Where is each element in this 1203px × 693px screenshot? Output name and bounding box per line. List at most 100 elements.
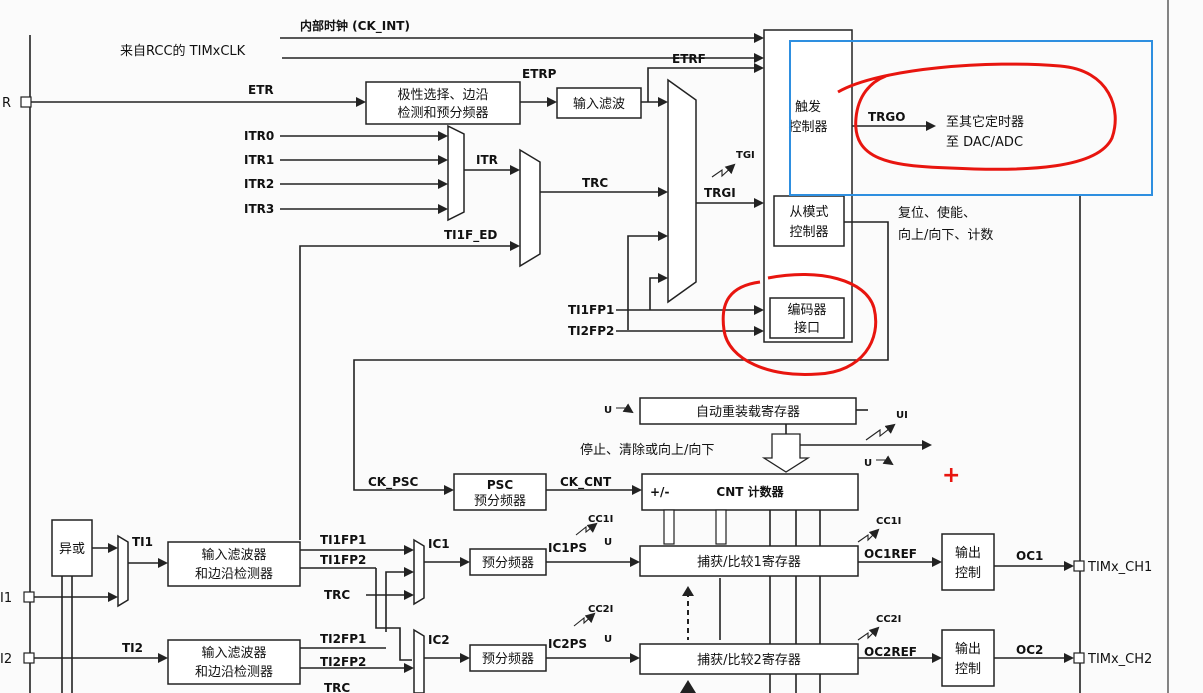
output-control-1-label-2: 控制 <box>955 566 981 581</box>
encoder-interface-box <box>769 297 845 339</box>
oc1-label: OC1 <box>1016 549 1043 563</box>
autoreload-register-box <box>639 397 857 425</box>
cc1i-out-label: CC1I <box>876 516 901 527</box>
tgi-label: TGI <box>736 150 755 161</box>
input-filter-2-label-1: 输入滤波器 <box>201 645 266 661</box>
cc2i-out-label: CC2I <box>876 614 901 625</box>
slave-mode-controller-box <box>773 195 845 247</box>
etr-label: ETR <box>248 83 274 97</box>
cnt-counter-label: CNT 计数器 <box>716 484 784 499</box>
ck-psc-label: CK_PSC <box>368 475 419 490</box>
psc-sub: 预分频器 <box>474 494 526 509</box>
oc1ref-label: OC1REF <box>864 547 917 561</box>
oc2ref-label: OC2REF <box>864 645 917 659</box>
trc-ch1-label: TRC <box>324 588 350 602</box>
cnt-cc1-bus-left <box>663 509 675 545</box>
ch2-label: TIMx_CH2 <box>1087 652 1152 667</box>
capture-compare-1-box <box>639 545 859 577</box>
input-filter-1-label-2: 和边沿检测器 <box>195 567 273 582</box>
autoreload-to-cnt-arrow <box>761 433 811 473</box>
itr0-label: ITR0 <box>244 129 274 143</box>
encoder-label-2: 接口 <box>794 320 820 336</box>
encoder-scribble <box>721 273 878 377</box>
cnt-counter-box <box>641 473 859 511</box>
ti2-pin-label: I2 <box>0 652 12 667</box>
encoder-label-1: 编码器 <box>787 303 826 318</box>
ui-arrow <box>865 423 896 441</box>
cnt-updown-label: +/- <box>650 485 669 499</box>
etrf-line <box>647 63 764 102</box>
ti1fp1-encoder-label: TI1FP1 <box>568 303 614 317</box>
trc-ch2-label: TRC <box>324 681 350 693</box>
slave-action-label-1: 复位、使能、 <box>898 205 976 221</box>
ti1-pin-label: I1 <box>0 591 12 606</box>
ti2-label: TI2 <box>122 641 143 655</box>
etr-input-filter-label: 输入滤波 <box>573 96 625 112</box>
output-control-1-label-1: 输出 <box>955 545 981 561</box>
tgi-arrow <box>711 163 736 178</box>
trc-mux <box>519 148 541 268</box>
ch1-label: TIMx_CH1 <box>1087 560 1152 575</box>
ti1fp1-label: TI1FP1 <box>320 533 366 547</box>
etr-pin <box>20 96 32 108</box>
plus-mark: + <box>942 463 960 488</box>
prescaler-1-box <box>469 548 547 576</box>
output-control-1-box <box>941 533 995 591</box>
trgo-label: TRGO <box>868 110 905 124</box>
trgi-label: TRGI <box>704 186 736 200</box>
slave-mode-label-2: 控制器 <box>789 225 828 240</box>
ck-psc-line <box>353 221 889 495</box>
ic2ps-label: IC2PS <box>548 637 587 651</box>
ti1-pin <box>23 591 35 603</box>
oc2-label: OC2 <box>1016 643 1043 657</box>
ui-label: UI <box>896 410 908 421</box>
etr-input-filter-box <box>556 87 642 119</box>
capture-compare-2-label: 捕获/比较2寄存器 <box>697 652 801 668</box>
ti2fp2-label: TI2FP2 <box>320 655 366 669</box>
trgo-dest-label-1: 至其它定时器 <box>946 114 1024 130</box>
slave-mode-label-1: 从模式 <box>789 205 828 220</box>
psc-title: PSC <box>487 478 513 492</box>
etr-prescaler-label-1: 极性选择、边沿 <box>397 88 488 103</box>
itr3-label: ITR3 <box>244 202 274 216</box>
trgo-dest-label-2: 至 DAC/ADC <box>946 135 1023 150</box>
capture-compare-1-label: 捕获/比较1寄存器 <box>697 554 801 570</box>
input-filter-2-label-2: 和边沿检测器 <box>195 665 273 680</box>
u-cnt-arrow <box>876 455 894 466</box>
cc1i-label: CC1I <box>588 514 613 525</box>
etr-prescaler-box <box>365 81 521 125</box>
u-cc1-label: U <box>604 537 612 548</box>
ti2-pin <box>23 652 35 664</box>
cc2i-out-arrow <box>857 626 880 641</box>
cc1i-out-arrow <box>857 528 880 543</box>
input-filter-1-label-1: 输入滤波器 <box>201 547 266 563</box>
capture-compare-2-box <box>639 643 859 675</box>
ti2fp2-to-mux-line <box>649 273 668 310</box>
ti1f-ed-line <box>299 241 520 540</box>
ic1ps-label: IC1PS <box>548 541 587 555</box>
u-cnt-label: U <box>864 458 872 469</box>
u-autoreload-label: U <box>604 405 612 416</box>
ti1-mux <box>117 534 129 608</box>
cnt-cc1-bus-mid <box>715 509 727 545</box>
etrp-label: ETRP <box>522 67 557 81</box>
xor-label: 异或 <box>59 542 85 557</box>
u-cc2-label: U <box>604 634 612 645</box>
autoreload-label: 自动重装载寄存器 <box>696 404 800 420</box>
ic1-mux <box>413 538 425 606</box>
cc2i-label: CC2I <box>588 604 613 615</box>
ch2-pin <box>1073 652 1085 664</box>
ti1fp2-cross-line <box>375 568 412 661</box>
cc2i-input-arrow <box>573 612 596 627</box>
prescaler-2-label: 预分频器 <box>482 652 534 667</box>
ti1f-ed-label: TI1F_ED <box>444 228 497 243</box>
ti1fp2-label: TI1FP2 <box>320 553 366 567</box>
itr-mux <box>447 124 465 222</box>
xor-box <box>51 519 93 577</box>
input-filter-1-box <box>167 541 301 587</box>
ck-cnt-label: CK_CNT <box>560 475 612 490</box>
etr-pin-label: R <box>2 96 11 111</box>
itr2-label: ITR2 <box>244 177 274 191</box>
